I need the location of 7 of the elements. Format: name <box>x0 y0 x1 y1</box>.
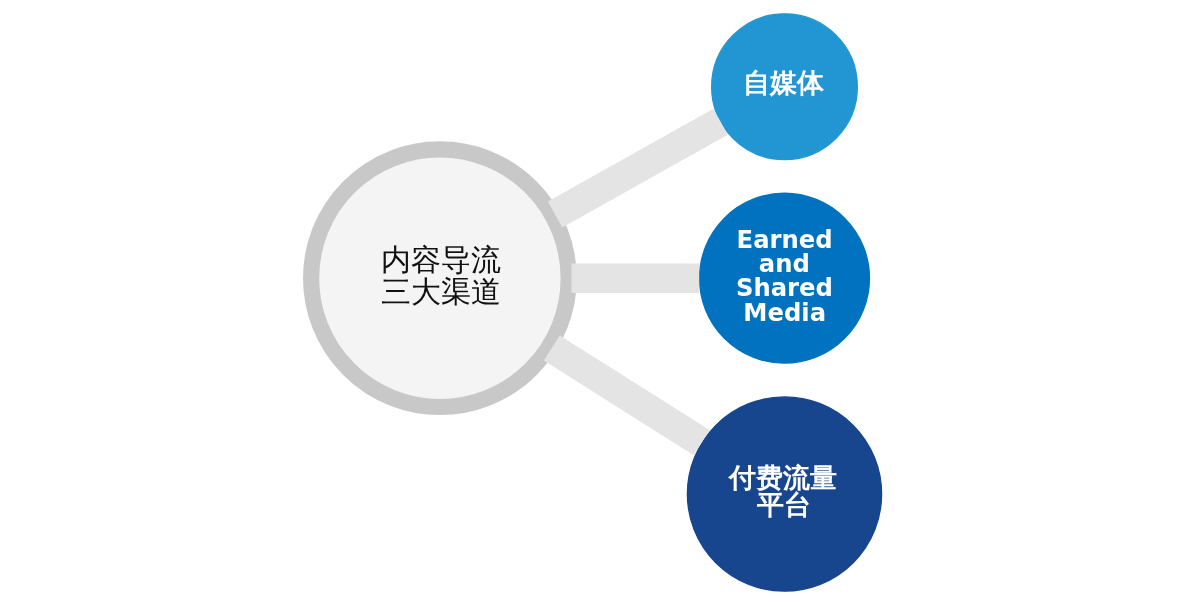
node-circle: 自媒体 <box>711 13 858 161</box>
connector <box>547 108 728 228</box>
connector <box>543 335 710 456</box>
node-circle: Earned and Shared Media <box>698 192 871 364</box>
connector <box>571 263 700 294</box>
node-circle: 付费流量平台 <box>686 396 883 592</box>
node-circle: 内容导流三大渠道 <box>303 141 577 416</box>
